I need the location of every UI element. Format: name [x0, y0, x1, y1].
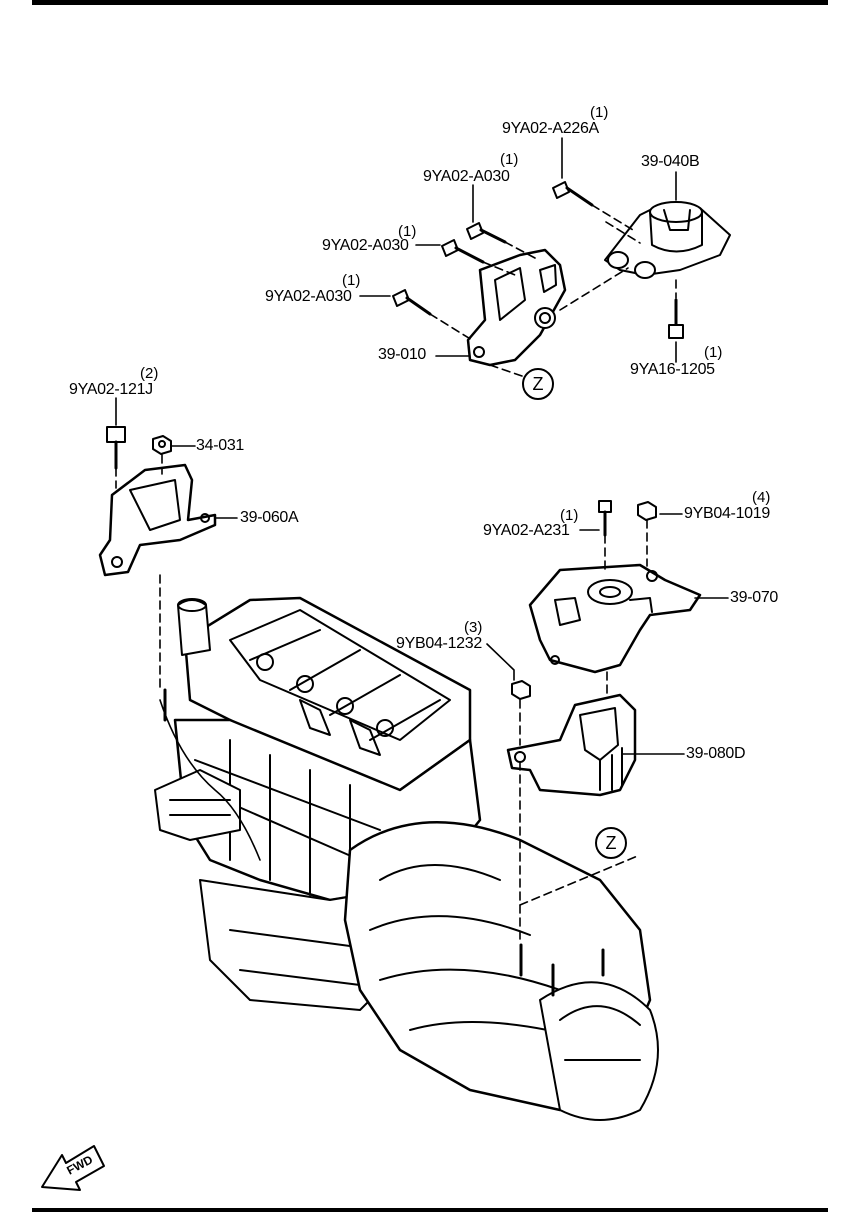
part-label-9yb04-1232[interactable]: 9YB04-1232: [396, 635, 482, 652]
part-label-9ya02-a231[interactable]: 9YA02-A231: [483, 522, 570, 539]
bracket-39-010-drawing: [466, 248, 567, 367]
part-label-9ya02-a226a[interactable]: 9YA02-A226A: [502, 120, 599, 137]
mount-39-040b-drawing: [604, 201, 731, 339]
fwd-arrow-icon: [41, 1145, 105, 1191]
part-label-9ya02-a030-a[interactable]: 9YA02-A030: [423, 168, 510, 185]
part-qty-9ya02-a030-b: (1): [398, 223, 417, 240]
part-qty-9ya16-1205: (1): [704, 344, 723, 361]
part-qty-9yb04-1019: (4): [752, 489, 771, 506]
part-label-39-040b[interactable]: 39-040B: [641, 153, 700, 170]
zone-marker-z-upper[interactable]: Z: [522, 368, 554, 400]
bracket-bolts-drawing: [392, 181, 594, 316]
part-qty-9yb04-1232: (3): [464, 619, 483, 636]
part-label-39-080d[interactable]: 39-080D: [686, 745, 746, 762]
part-qty-9ya02-a030-c: (1): [342, 272, 361, 289]
part-label-9ya16-1205[interactable]: 9YA16-1205: [630, 361, 715, 378]
part-label-39-060a[interactable]: 39-060A: [240, 509, 299, 526]
mount-39-070-drawing: [528, 500, 702, 674]
zone-marker-z-lower[interactable]: Z: [595, 827, 627, 859]
part-label-39-070[interactable]: 39-070: [730, 589, 779, 606]
part-qty-9ya02-a226a: (1): [590, 104, 609, 121]
part-label-9yb04-1019[interactable]: 9YB04-1019: [684, 505, 770, 522]
part-label-34-031[interactable]: 34-031: [196, 437, 245, 454]
part-qty-9ya02-a231: (1): [560, 507, 579, 524]
mount-39-060a-drawing: [98, 426, 217, 577]
part-label-9ya02-121j[interactable]: 9YA02-121J: [69, 381, 153, 398]
engine-assembly: [154, 596, 659, 1121]
part-qty-9ya02-a030-a: (1): [500, 151, 519, 168]
bottom-border: [32, 1208, 828, 1212]
bracket-39-080d-drawing: [506, 680, 637, 797]
part-label-9ya02-a030-c[interactable]: 9YA02-A030: [265, 288, 352, 305]
top-border: [32, 0, 828, 5]
part-qty-9ya02-121j: (2): [140, 365, 159, 382]
alignment-lines: [115, 204, 677, 941]
leader-lines: [115, 137, 729, 755]
part-label-39-010[interactable]: 39-010: [378, 346, 427, 363]
part-label-9ya02-a030-b[interactable]: 9YA02-A030: [322, 237, 409, 254]
